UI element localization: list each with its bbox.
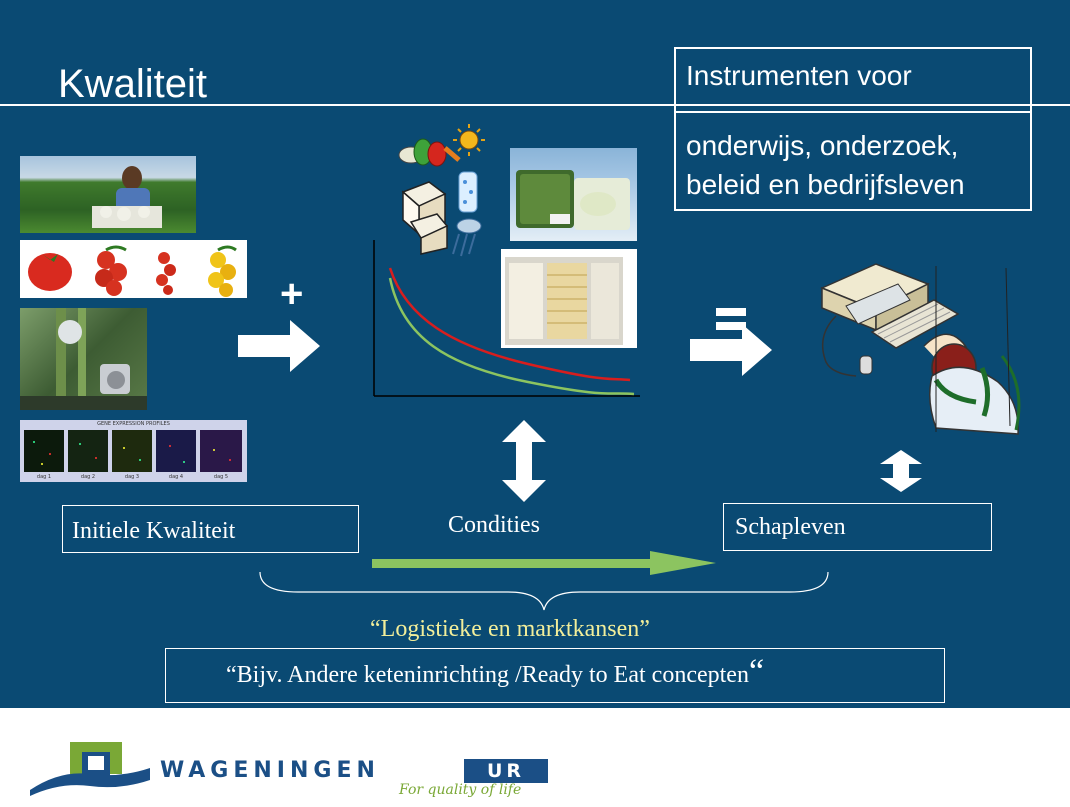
robot-illustration (20, 308, 147, 410)
microarray-title: GENE EXPRESSION PROFILES (97, 421, 170, 427)
tomato-illustration (28, 245, 237, 297)
sun-icon (453, 124, 485, 156)
microarray-day-3: dag 3 (124, 474, 140, 480)
instruments-line-1: onderwijs, onderzoek, (686, 130, 959, 161)
quality-decay-graph (373, 240, 640, 397)
vegetables-icon (398, 138, 461, 167)
microarray-day-1: dag 1 (36, 474, 52, 480)
vertical-double-arrow-icon-1 (502, 420, 546, 502)
open-boxes-icon (401, 181, 449, 255)
conditions-label: Condities (448, 512, 541, 538)
shelf-life-label: Schapleven (735, 514, 846, 540)
farmer-photo (20, 156, 196, 233)
wageningen-ur-logo-icon (30, 742, 150, 796)
rain-cloud-icon (452, 218, 482, 257)
microarray-day-labels: dag 1 dag 2 dag 3 dag 4 dag 5 (24, 474, 242, 480)
example-text-body: “Bijv. Andere keteninrichting /Ready to … (226, 662, 749, 688)
green-chain-arrow-icon (372, 551, 716, 575)
instruments-line-2: beleid en bedrijfsleven (686, 169, 965, 200)
equals-sign-icon (716, 308, 746, 330)
storage-illustration (505, 257, 623, 345)
instruments-text: onderwijs, onderzoek, beleid en bedrijfs… (686, 126, 965, 204)
microarray-day-2: dag 2 (80, 474, 96, 480)
instruments-heading: Instrumenten voor (686, 60, 912, 91)
graph-curve-red (388, 267, 631, 382)
produce-conditions-clipart (398, 124, 485, 257)
right-arrow-icon-1 (238, 320, 320, 372)
plus-sign: + (280, 272, 304, 316)
example-close-quote: “ (748, 653, 765, 690)
packaging-illustration (516, 170, 630, 230)
slide-background (0, 0, 1070, 708)
microarray-screenshot: GENE EXPRESSION PROFILES dag 1 dag 2 dag… (20, 420, 247, 482)
graph-curve-green (388, 277, 635, 396)
brand-suffix: UR (464, 759, 548, 783)
example-box (165, 648, 945, 703)
greenhouse-robot-photo (20, 308, 147, 410)
brand-name: WAGENINGEN (160, 758, 380, 783)
example-text: “Bijv. Andere keteninrichting /Ready to … (226, 655, 764, 689)
title-divider (0, 104, 1070, 106)
cold-storage-photo (501, 249, 637, 348)
vertical-double-arrow-icon-2 (880, 450, 922, 492)
initial-quality-box (62, 505, 359, 553)
computer-user-clipart (820, 263, 1021, 435)
initial-quality-label: Initiele Kwaliteit (72, 518, 236, 544)
right-arrow-icon-2 (690, 324, 772, 376)
slide-title: Kwaliteit (58, 62, 207, 106)
ice-block-icon (458, 171, 478, 213)
microarray-day-4: dag 4 (168, 474, 184, 480)
instruments-divider (674, 111, 1032, 113)
packaged-vegetables-photo (510, 148, 637, 241)
farmer-illustration (92, 166, 162, 228)
instruments-box (674, 47, 1032, 211)
brand-tagline: For quality of life (399, 782, 522, 798)
shelf-life-box (723, 503, 992, 551)
logistics-market-label: “Logistieke en marktkansen” (370, 616, 650, 642)
microarray-panels (24, 430, 242, 472)
tomato-varieties-photo (20, 240, 247, 298)
microarray-day-5: dag 5 (213, 474, 229, 480)
grouping-brace (259, 571, 829, 611)
